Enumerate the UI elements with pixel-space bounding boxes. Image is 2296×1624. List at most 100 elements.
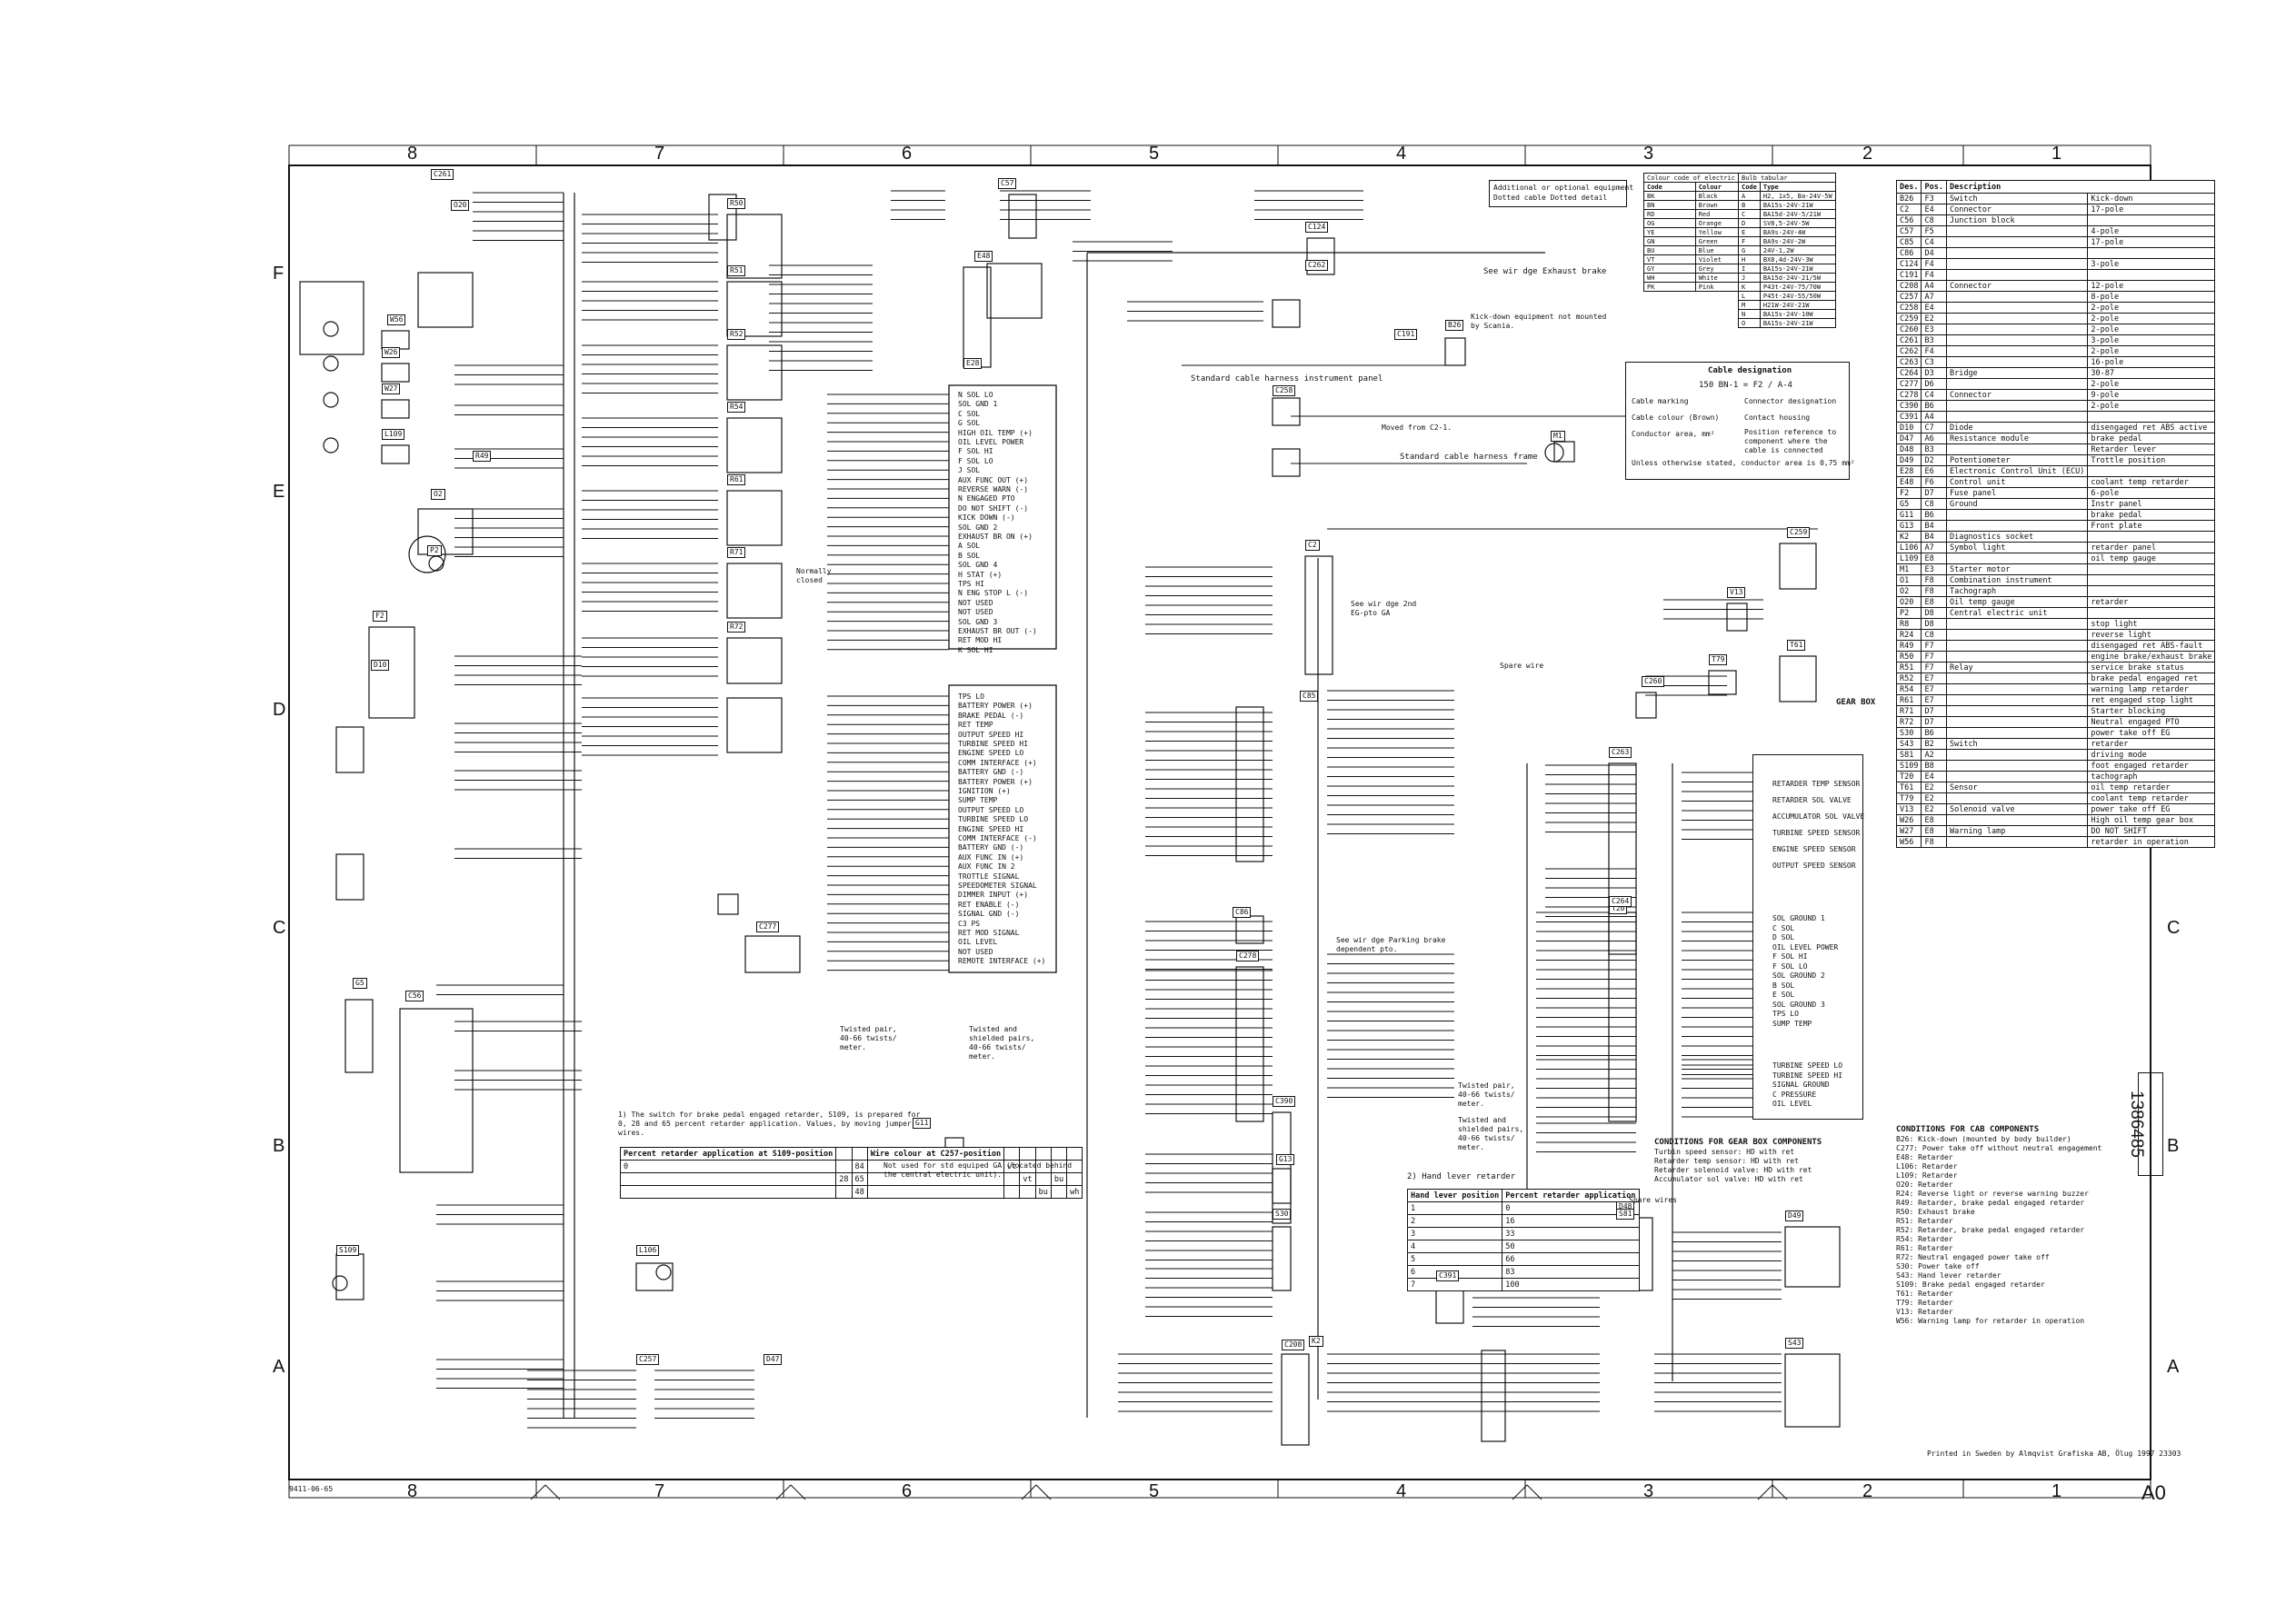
legend-cell: E48 xyxy=(1895,476,1922,488)
legend-cell: C391 xyxy=(1895,411,1922,423)
cab-condition-line: R52: Retarder, brake pedal engaged retar… xyxy=(1896,1226,2085,1234)
component-box xyxy=(1708,670,1737,695)
component-tag-c391: C391 xyxy=(1436,1270,1460,1281)
component-box xyxy=(1779,543,1817,590)
legend-cell: W56 xyxy=(1895,836,1922,848)
frame-mark xyxy=(1526,1484,1542,1500)
legend-cell xyxy=(2087,607,2216,619)
legend-cell: C4 xyxy=(1921,236,1947,248)
component-box xyxy=(417,272,474,328)
frame-mark xyxy=(544,1484,561,1500)
legend-cell: F4 xyxy=(1921,345,1947,357)
legend-cell: S30 xyxy=(1895,727,1922,739)
legend-cell: Connector xyxy=(1945,389,2089,401)
component-box xyxy=(1235,915,1264,944)
cab-condition-line: O20: Retarder xyxy=(1896,1181,1953,1189)
gearbox-function: B SOL xyxy=(1772,981,1795,990)
percent-header-7 xyxy=(1050,1147,1068,1161)
lamp-symbol xyxy=(323,392,339,408)
legend-cell: C191 xyxy=(1895,269,1922,281)
bulb-cell: F xyxy=(1738,236,1761,246)
component-tag-c262: C262 xyxy=(1305,260,1329,271)
legend-cell: T20 xyxy=(1895,771,1922,782)
component-tag-l106: L106 xyxy=(636,1245,660,1256)
bulb-cell: O xyxy=(1738,318,1761,328)
lamp-symbol xyxy=(332,1275,348,1291)
legend-cell: Relay xyxy=(1945,662,2089,673)
drawing-frame xyxy=(288,164,2151,1480)
legend-cell: D10 xyxy=(1895,422,1922,433)
ecu-pin-label: DO NOT SHIFT (-) xyxy=(958,503,1029,513)
ecu-pin-label: IGNITION (+) xyxy=(958,787,1011,795)
frame-mark xyxy=(1021,1484,1037,1500)
legend-cell: D47 xyxy=(1895,433,1922,444)
legend-cell: O2 xyxy=(1895,585,1922,597)
legend-cell: C56 xyxy=(1895,214,1922,226)
ecu-pin-label: BATTERY GND (-) xyxy=(958,843,1024,852)
legend-cell: stop light xyxy=(2087,618,2216,630)
gearbox-title: GEAR BOX xyxy=(1836,698,1876,707)
hand-cell: 2 xyxy=(1406,1214,1503,1228)
legend-cell: disengaged ret ABS-fault xyxy=(2087,640,2216,652)
percent-header-3: Wire colour at C257-position xyxy=(866,1147,1005,1161)
component-box xyxy=(1272,397,1301,426)
bulb-header-1: Type xyxy=(1759,182,1836,192)
cable-designation-title: Cable designation xyxy=(1708,366,1792,375)
legend-cell: D8 xyxy=(1921,607,1947,619)
gearbox-box xyxy=(1752,754,1863,1120)
legend-cell: retarder xyxy=(2087,596,2216,608)
component-tag-r52: R52 xyxy=(727,329,746,340)
percent-header-6 xyxy=(1034,1147,1052,1161)
gearbox-condition-line: Turbin speed sensor: HD with ret xyxy=(1654,1148,1795,1156)
ecu-pin-label: RET MOD SIGNAL xyxy=(958,929,1020,937)
frame-mark xyxy=(775,1484,792,1500)
frame-mark xyxy=(530,1484,546,1500)
legend-cell: 6-pole xyxy=(2087,487,2216,499)
bulb-cell: H2, 1x5, Ba-24V-5W xyxy=(1759,191,1836,201)
ecu-pin-label: K SOL HI xyxy=(958,645,993,654)
legend-cell: E8 xyxy=(1921,553,1947,564)
bulb-cell: BA15d-24V-21/5W xyxy=(1759,273,1836,283)
ecu-pin-label: AUX FUNC IN (+) xyxy=(958,852,1024,862)
legend-cell: S81 xyxy=(1895,749,1922,761)
bulb-cell: L xyxy=(1738,291,1761,301)
component-box xyxy=(1272,448,1301,477)
component-box xyxy=(1784,1226,1841,1288)
percent-cell xyxy=(835,1160,853,1173)
colour-cell: BN xyxy=(1643,200,1696,210)
legend-cell: 17-pole xyxy=(2087,204,2216,215)
component-tag-c261: C261 xyxy=(431,169,454,180)
component-tag-c257: C257 xyxy=(636,1354,660,1365)
legend-cell: F7 xyxy=(1921,640,1947,652)
legend-cell: F4 xyxy=(1921,258,1947,270)
component-tag-d49: D49 xyxy=(1785,1211,1804,1221)
legend-cell: E4 xyxy=(1921,204,1947,215)
legend-cell: O20 xyxy=(1895,596,1922,608)
legend-cell xyxy=(1945,814,2089,826)
component-box xyxy=(726,344,783,401)
component-tag-r51: R51 xyxy=(727,265,746,276)
colour-cell: WH xyxy=(1643,273,1696,283)
bulb-cell: BA9s-24V-2W xyxy=(1759,236,1836,246)
component-tag-c124: C124 xyxy=(1305,222,1329,233)
legend-cell: E4 xyxy=(1921,302,1947,314)
legend-cell: E8 xyxy=(1921,814,1947,826)
legend-cell: E2 xyxy=(1921,803,1947,815)
legend-cell: 16-pole xyxy=(2087,356,2216,368)
legend-cell: Kick-down xyxy=(2087,193,2216,204)
